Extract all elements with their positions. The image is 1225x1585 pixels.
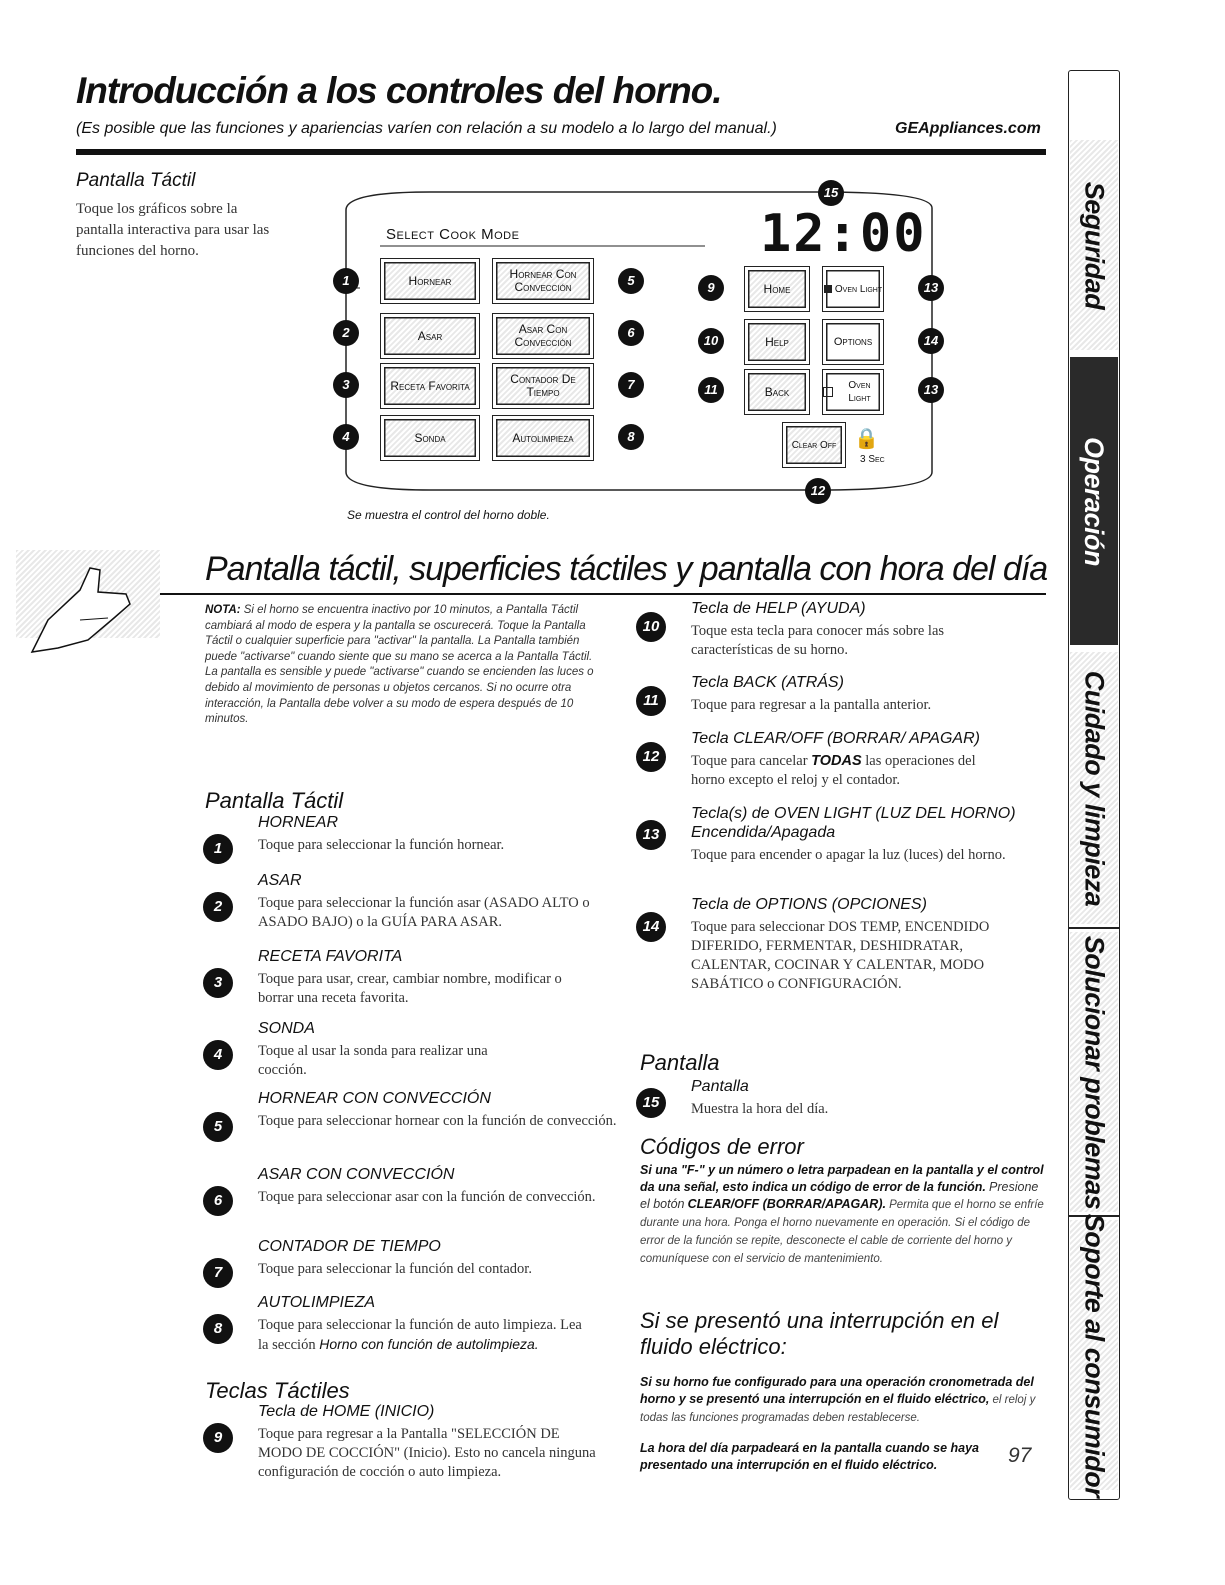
list-item: 8 AUTOLIMPIEZA Toque para seleccionar la… xyxy=(203,1294,613,1376)
list-item: 5 HORNEAR CON CONVECCIÓN Toque para sele… xyxy=(203,1090,617,1166)
list-item: 14 Tecla de OPTIONS (OPCIONES) Toque par… xyxy=(636,896,1046,1026)
callout-15: 15 xyxy=(818,180,844,206)
panel-caption: Se muestra el control del horno doble. xyxy=(347,508,550,522)
list-item: 9 Tecla de HOME (INICIO) Toque para regr… xyxy=(203,1403,613,1503)
intro-text: Toque los gráficos sobre la pantalla int… xyxy=(76,201,270,259)
callout-2: 2 xyxy=(333,320,359,346)
list-item: 11 Tecla BACK (ATRÁS) Toque para regresa… xyxy=(636,674,1046,730)
callout-3: 3 xyxy=(333,372,359,398)
page-title: Introducción a los controles del horno. xyxy=(76,70,723,111)
callout-4: 4 xyxy=(333,424,359,450)
light-off-icon xyxy=(823,387,833,397)
tab-soporte-consumidor[interactable]: Soporte al consumidor xyxy=(1070,1213,1118,1497)
callout-7: 7 xyxy=(618,372,644,398)
hornear-button[interactable]: Hornear xyxy=(380,258,480,304)
list-item: 13 Tecla(s) de OVEN LIGHT (LUZ DEL HORNO… xyxy=(636,804,1046,896)
right-items: 10 Tecla de HELP (AYUDA) Toque esta tecl… xyxy=(636,600,1046,1026)
tab-seguridad[interactable]: Seguridad xyxy=(1070,140,1118,350)
callout-6: 6 xyxy=(618,320,644,346)
options-button[interactable]: Options xyxy=(822,319,884,365)
callout-1: 1 xyxy=(333,268,359,294)
page-number: 97 xyxy=(1008,1444,1032,1467)
keys-heading: Teclas Táctiles xyxy=(205,1378,350,1403)
list-item: 2 ASAR Toque para seleccionar la función… xyxy=(203,872,613,948)
tab-solucionar-problemas[interactable]: Solucionar problemas xyxy=(1070,932,1118,1212)
error-heading: Códigos de error xyxy=(640,1134,804,1159)
error-text-block: Si una "F-" y un número o letra parpadea… xyxy=(640,1163,1044,1265)
title-rule xyxy=(76,149,1046,155)
oven-light-on-button[interactable]: Oven Light xyxy=(822,266,884,312)
callout-10: 10 xyxy=(698,328,724,354)
item-number: 1 xyxy=(203,834,233,864)
intro-heading: Pantalla Táctil xyxy=(76,170,196,191)
callout-11: 11 xyxy=(698,377,724,403)
list-item: 7 CONTADOR DE TIEMPO Toque para seleccio… xyxy=(203,1238,613,1294)
list-item: 10 Tecla de HELP (AYUDA) Toque esta tecl… xyxy=(636,600,1046,674)
display-heading: Pantalla xyxy=(640,1050,720,1075)
callout-5: 5 xyxy=(618,268,644,294)
control-panel-diagram: Select Cook Mode 12:00 Hornear Hornear C… xyxy=(320,180,960,520)
list-item: 15 Pantalla Muestra la hora del día. xyxy=(636,1078,1046,1128)
nota-block: NOTA: Si el horno se encuentra inactivo … xyxy=(205,604,594,726)
lock-time-label: 3 Sec xyxy=(860,454,885,465)
callout-9: 9 xyxy=(698,275,724,301)
clock-display: 12:00 xyxy=(760,204,927,264)
page-subtitle: (Es posible que las funciones y aparienc… xyxy=(76,120,777,137)
callout-12: 12 xyxy=(805,478,831,504)
tab-cuidado-limpieza[interactable]: Cuidado y limpieza xyxy=(1070,652,1118,924)
tab-divider xyxy=(1068,1215,1120,1217)
callout-14: 14 xyxy=(918,328,944,354)
home-button[interactable]: Home xyxy=(744,266,810,312)
asar-conveccion-button[interactable]: Asar Con Convección xyxy=(492,313,594,359)
list-item: 3 RECETA FAVORITA Toque para usar, crear… xyxy=(203,948,613,1020)
side-tabs-frame xyxy=(1068,70,1120,1500)
website-link[interactable]: GEAppliances.com xyxy=(895,120,1041,137)
section-rule xyxy=(160,593,1046,595)
sonda-button[interactable]: Sonda xyxy=(380,415,480,461)
hornear-conveccion-button[interactable]: Hornear Con Convección xyxy=(492,258,594,304)
hand-touch-icon xyxy=(30,567,131,653)
touch-heading: Pantalla Táctil xyxy=(205,788,344,813)
select-cook-mode-label: Select Cook Mode xyxy=(386,226,520,243)
contador-tiempo-button[interactable]: Contador De Tiempo xyxy=(492,363,594,409)
tab-divider xyxy=(1068,927,1120,929)
clear-off-button[interactable]: Clear Off xyxy=(782,422,846,468)
lock-icon: 🔒 xyxy=(854,426,879,450)
tab-operacion[interactable]: Operación xyxy=(1070,357,1118,645)
back-button[interactable]: Back xyxy=(744,369,810,415)
oven-light-off-button[interactable]: Oven Light xyxy=(822,369,884,415)
list-item: 1 HORNEAR Toque para seleccionar la func… xyxy=(203,814,613,872)
callout-13b: 13 xyxy=(918,377,944,403)
left-items: 1 HORNEAR Toque para seleccionar la func… xyxy=(203,814,617,1376)
receta-favorita-button[interactable]: Receta Favorita xyxy=(380,363,480,409)
list-item: 4 SONDA Toque al usar la sonda para real… xyxy=(203,1020,613,1090)
light-on-icon xyxy=(823,285,832,293)
list-item: 6 ASAR CON CONVECCIÓN Toque para selecci… xyxy=(203,1166,613,1238)
section-title: Pantalla táctil, superficies táctiles y … xyxy=(205,550,1048,588)
power-note: La hora del día parpadeará en la pantall… xyxy=(640,1441,980,1472)
power-heading: Si se presentó una interrupción en el fl… xyxy=(640,1308,999,1359)
callout-8: 8 xyxy=(618,424,644,450)
autolimpieza-button[interactable]: Autolimpieza xyxy=(492,415,594,461)
callout-13: 13 xyxy=(918,275,944,301)
help-button[interactable]: Help xyxy=(744,319,810,365)
asar-button[interactable]: Asar xyxy=(380,313,480,359)
power-text-block: Si su horno fue configurado para una ope… xyxy=(640,1375,1036,1424)
list-item: 12 Tecla CLEAR/OFF (BORRAR/ APAGAR) Toqu… xyxy=(636,730,1046,804)
